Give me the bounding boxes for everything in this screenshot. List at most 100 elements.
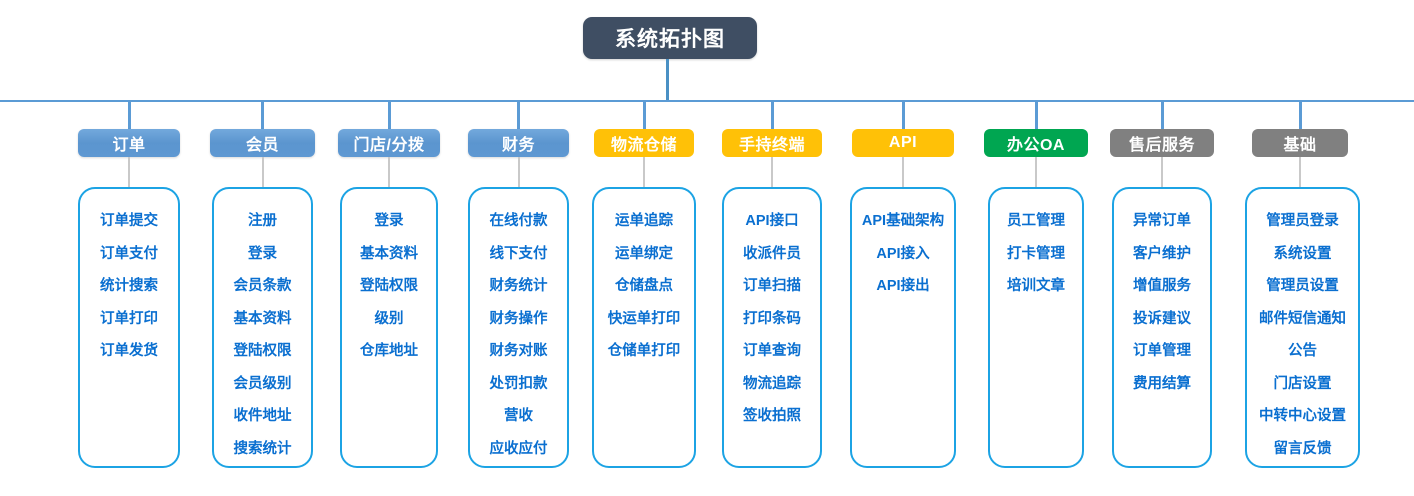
list-item[interactable]: API基础架构: [861, 213, 945, 229]
category-header-5[interactable]: 物流仓储: [594, 129, 694, 157]
list-item[interactable]: 财务对账: [489, 343, 548, 359]
column-drop-line: [901, 100, 905, 129]
list-item[interactable]: 登陆权限: [360, 278, 418, 294]
feature-list-box: 运单追踪运单绑定仓储盘点快运单打印仓储单打印: [592, 187, 696, 468]
list-item[interactable]: 订单查询: [743, 343, 801, 359]
list-item[interactable]: 财务操作: [489, 310, 548, 327]
list-item[interactable]: 会员条款: [233, 278, 292, 294]
list-item[interactable]: 客户维护: [1133, 245, 1191, 262]
diagram-title: 系统拓扑图: [583, 17, 757, 59]
list-item[interactable]: 订单管理: [1133, 343, 1191, 359]
category-header-6[interactable]: 手持终端: [722, 129, 822, 157]
list-item[interactable]: 培训文章: [1007, 278, 1065, 294]
list-item[interactable]: 搜索统计: [233, 440, 292, 457]
list-item[interactable]: 级别: [374, 310, 404, 327]
list-item[interactable]: 基本资料: [233, 310, 292, 327]
list-item[interactable]: 员工管理: [1007, 213, 1065, 229]
list-item[interactable]: 仓储盘点: [615, 278, 673, 294]
header-to-list-line: [643, 157, 645, 187]
list-item[interactable]: 费用结算: [1133, 375, 1191, 392]
header-to-list-line: [517, 157, 520, 187]
feature-list-box: 在线付款线下支付财务统计财务操作财务对账处罚扣款营收应收应付: [468, 187, 569, 468]
category-header-3[interactable]: 门店/分拨: [338, 129, 440, 157]
column-drop-line: [261, 100, 264, 129]
feature-list-box: API接口收派件员订单扫描打印条码订单查询物流追踪签收拍照: [722, 187, 822, 468]
list-item[interactable]: 管理员设置: [1266, 278, 1339, 294]
list-item[interactable]: 管理员登录: [1266, 213, 1339, 229]
category-header-10[interactable]: 基础: [1252, 129, 1348, 157]
header-to-list-line: [771, 157, 773, 187]
category-header-9[interactable]: 售后服务: [1110, 129, 1214, 157]
list-item[interactable]: 订单打印: [100, 310, 158, 327]
feature-list-box: 员工管理打卡管理培训文章: [988, 187, 1084, 468]
header-to-list-line: [1299, 157, 1301, 187]
list-item[interactable]: 仓库地址: [360, 343, 418, 359]
list-item[interactable]: 邮件短信通知: [1259, 310, 1346, 327]
list-item[interactable]: 运单追踪: [615, 213, 673, 229]
list-item[interactable]: 订单发货: [100, 343, 158, 359]
column-drop-line: [517, 100, 520, 129]
list-item[interactable]: 登录: [374, 213, 404, 229]
list-item[interactable]: 打印条码: [743, 310, 801, 327]
list-item[interactable]: 登陆权限: [233, 343, 292, 359]
column-drop-line: [1160, 100, 1164, 129]
column-drop-line: [387, 100, 391, 129]
list-item[interactable]: 快运单打印: [607, 310, 681, 327]
feature-list-box: 注册登录会员条款基本资料登陆权限会员级别收件地址搜索统计: [212, 187, 313, 468]
list-item[interactable]: 在线付款: [489, 213, 548, 229]
list-item[interactable]: 增值服务: [1133, 278, 1191, 294]
header-to-list-line: [261, 157, 264, 187]
category-header-2[interactable]: 会员: [210, 129, 315, 157]
list-item[interactable]: 运单绑定: [615, 245, 673, 262]
column-drop-line: [1298, 100, 1302, 129]
list-item[interactable]: 订单扫描: [743, 278, 801, 294]
list-item[interactable]: 门店设置: [1273, 375, 1332, 392]
list-item[interactable]: 订单提交: [100, 213, 158, 229]
list-item[interactable]: 物流追踪: [743, 375, 801, 392]
list-item[interactable]: 处罚扣款: [489, 375, 548, 392]
list-item[interactable]: 投诉建议: [1133, 310, 1191, 327]
list-item[interactable]: 中转中心设置: [1259, 408, 1346, 424]
list-item[interactable]: API接入: [876, 245, 930, 262]
header-to-list-line: [1161, 157, 1163, 187]
list-item[interactable]: 签收拍照: [743, 408, 801, 424]
list-item[interactable]: 注册: [248, 213, 277, 229]
list-item[interactable]: 营收: [504, 408, 533, 424]
header-to-list-line: [1035, 157, 1037, 187]
column-drop-line: [770, 100, 774, 129]
list-item[interactable]: 订单支付: [100, 245, 158, 262]
list-item[interactable]: 登录: [248, 245, 277, 262]
category-header-8[interactable]: 办公OA: [984, 129, 1088, 157]
list-item[interactable]: 基本资料: [360, 245, 418, 262]
list-item[interactable]: 公告: [1288, 343, 1317, 359]
list-item[interactable]: 线下支付: [489, 245, 548, 262]
list-item[interactable]: 收派件员: [743, 245, 801, 262]
category-header-1[interactable]: 订单: [78, 129, 180, 157]
category-header-4[interactable]: 财务: [468, 129, 569, 157]
list-item[interactable]: 统计搜索: [100, 278, 158, 294]
column-drop-line: [642, 100, 646, 129]
horizontal-bus-line: [0, 100, 1414, 102]
feature-list-box: 管理员登录系统设置管理员设置邮件短信通知公告门店设置中转中心设置留言反馈: [1245, 187, 1360, 468]
list-item[interactable]: 会员级别: [233, 375, 292, 392]
feature-list-box: API基础架构 API接入 API接出: [850, 187, 956, 468]
feature-list-box: 登录基本资料登陆权限级别仓库地址: [340, 187, 438, 468]
list-item[interactable]: 仓储单打印: [607, 343, 681, 359]
list-item[interactable]: API接出: [876, 278, 930, 294]
header-to-list-line: [128, 157, 130, 187]
category-header-7[interactable]: API: [852, 129, 954, 157]
title-connector-line: [666, 59, 669, 102]
list-item[interactable]: 留言反馈: [1273, 440, 1332, 457]
column-drop-line: [127, 100, 131, 129]
list-item[interactable]: 系统设置: [1273, 245, 1332, 262]
list-item[interactable]: 财务统计: [489, 278, 548, 294]
header-to-list-line: [388, 157, 390, 187]
list-item[interactable]: 收件地址: [233, 408, 292, 424]
feature-list-box: 订单提交订单支付统计搜索订单打印订单发货: [78, 187, 180, 468]
header-to-list-line: [902, 157, 904, 187]
list-item[interactable]: API接口: [745, 213, 799, 229]
list-item[interactable]: 打卡管理: [1007, 245, 1065, 262]
list-item[interactable]: 应收应付: [489, 440, 548, 457]
list-item[interactable]: 异常订单: [1133, 213, 1191, 229]
